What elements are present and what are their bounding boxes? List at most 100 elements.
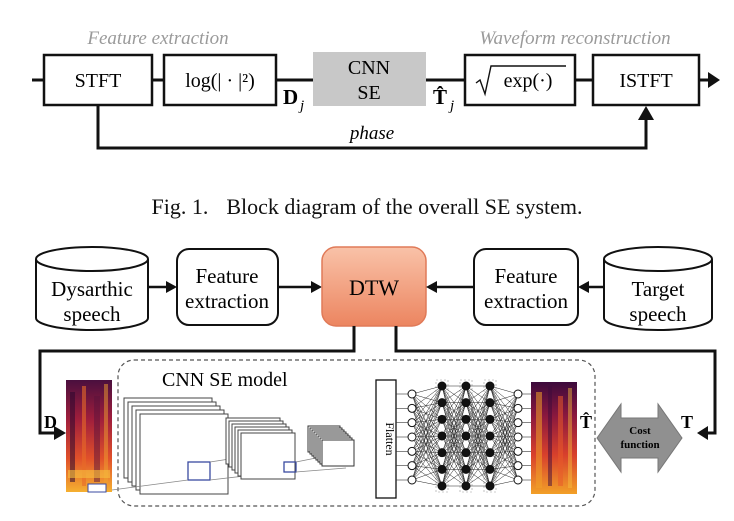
fc-connection	[489, 393, 519, 470]
fc-neuron	[485, 381, 495, 391]
fc-connection	[411, 385, 443, 481]
output-arrowhead	[708, 72, 720, 88]
arrow-head	[697, 426, 708, 440]
fc-connection	[441, 385, 467, 437]
fc-connection	[411, 422, 443, 487]
cnn-se-model-title: CNN SE model	[162, 369, 288, 391]
fc-neuron	[461, 448, 471, 458]
fc-connection	[411, 451, 443, 470]
fc-neuron	[461, 414, 471, 424]
fc-connection	[489, 402, 519, 452]
fc-connection	[411, 402, 443, 409]
fc-neuron	[485, 398, 495, 408]
fc-connection	[411, 402, 443, 466]
flatten-label: Flatten	[383, 422, 397, 455]
fc-connection	[411, 469, 443, 481]
fc-connection	[411, 385, 443, 395]
fc-connection	[411, 402, 443, 423]
fc-connection	[489, 465, 519, 470]
fc-connection	[489, 465, 519, 487]
signal-that-label: T̂	[433, 85, 447, 109]
signal-d-label: D	[283, 85, 298, 109]
fc-neuron	[407, 403, 417, 413]
fc-connection	[489, 419, 519, 466]
fc-neuron	[407, 475, 417, 485]
cost-label-line1: Cost	[629, 425, 651, 437]
fc-connection	[489, 435, 519, 438]
dysarthric-speech-cylinder: Dysarthic speech	[35, 246, 149, 331]
fc-neuron	[461, 464, 471, 474]
fc-connection	[411, 393, 443, 487]
fc-connection	[465, 385, 491, 470]
fc-connection	[411, 385, 443, 466]
conv-layer-stack-3	[307, 425, 355, 467]
fc-connection	[411, 419, 443, 438]
fc-connection	[489, 393, 519, 487]
fc-connection	[489, 422, 519, 437]
fc-connection	[411, 436, 443, 487]
fc-connection	[489, 393, 519, 420]
fc-connection	[411, 479, 443, 487]
fc-connection	[411, 385, 443, 438]
sqrt-symbol	[475, 65, 566, 97]
cost-function-arrow	[596, 402, 683, 474]
se-label: SE	[357, 82, 380, 104]
fc-connection	[411, 419, 443, 481]
fc-neuron	[485, 431, 495, 441]
conv-kernel-1	[187, 461, 211, 481]
phase-path	[96, 105, 648, 150]
fc-neuron	[437, 481, 447, 491]
label-t-hat: T̂	[580, 412, 592, 432]
fc-neuron	[485, 448, 495, 458]
conv-kernel-2	[283, 461, 297, 473]
fc-neuron	[437, 381, 447, 391]
fc-connection	[489, 451, 519, 487]
fc-connection	[489, 402, 519, 466]
fc-connection	[489, 393, 519, 437]
fc-connection	[489, 408, 519, 453]
fc-connection	[411, 385, 443, 409]
exp-label: exp(·)	[504, 70, 553, 92]
caption-text: Block diagram of the overall SE system.	[226, 194, 583, 219]
fc-connection	[411, 436, 443, 453]
fc-neuron	[485, 464, 495, 474]
fc-connection	[441, 435, 467, 487]
fc-connection	[489, 385, 519, 466]
input-spectrogram	[66, 380, 112, 493]
fc-connection	[465, 385, 491, 403]
conv-layer-stack-1	[123, 397, 229, 495]
fc-connection	[489, 385, 519, 481]
signal-d-subscript: j	[298, 98, 304, 114]
fc-neuron	[513, 418, 523, 428]
fig2-diagram: Dysarthic speech Feature extraction DTW …	[35, 246, 717, 507]
fc-neuron	[437, 398, 447, 408]
fc-connection	[441, 419, 467, 487]
fc-connection	[489, 402, 519, 409]
fc-neuron	[461, 481, 471, 491]
fc-connection	[411, 435, 443, 466]
fc-connection	[465, 469, 491, 487]
arrow-head	[166, 281, 177, 293]
signal-that-subscript: j	[448, 98, 454, 114]
fc-connection	[411, 422, 443, 453]
fc-connection	[411, 452, 443, 466]
fc-connection	[489, 385, 519, 452]
dtw-label: DTW	[349, 275, 399, 300]
section-label-feature-extraction: Feature extraction	[86, 28, 228, 49]
fc-connection	[411, 419, 443, 423]
fc-connection	[441, 452, 467, 487]
fc-connection	[411, 435, 443, 452]
fc-connection	[489, 422, 519, 453]
fc-connection	[489, 435, 519, 452]
fc-connection	[489, 419, 519, 438]
fc-connection	[411, 393, 443, 453]
fc-connection	[489, 385, 519, 395]
fc-connection	[489, 436, 519, 487]
label-d: D	[44, 412, 57, 432]
dysarthric-label-line2: speech	[63, 302, 121, 326]
fc-neuron	[407, 461, 417, 471]
fc-connection	[489, 385, 519, 409]
projection-line	[295, 467, 347, 473]
fc-connection	[411, 435, 443, 438]
